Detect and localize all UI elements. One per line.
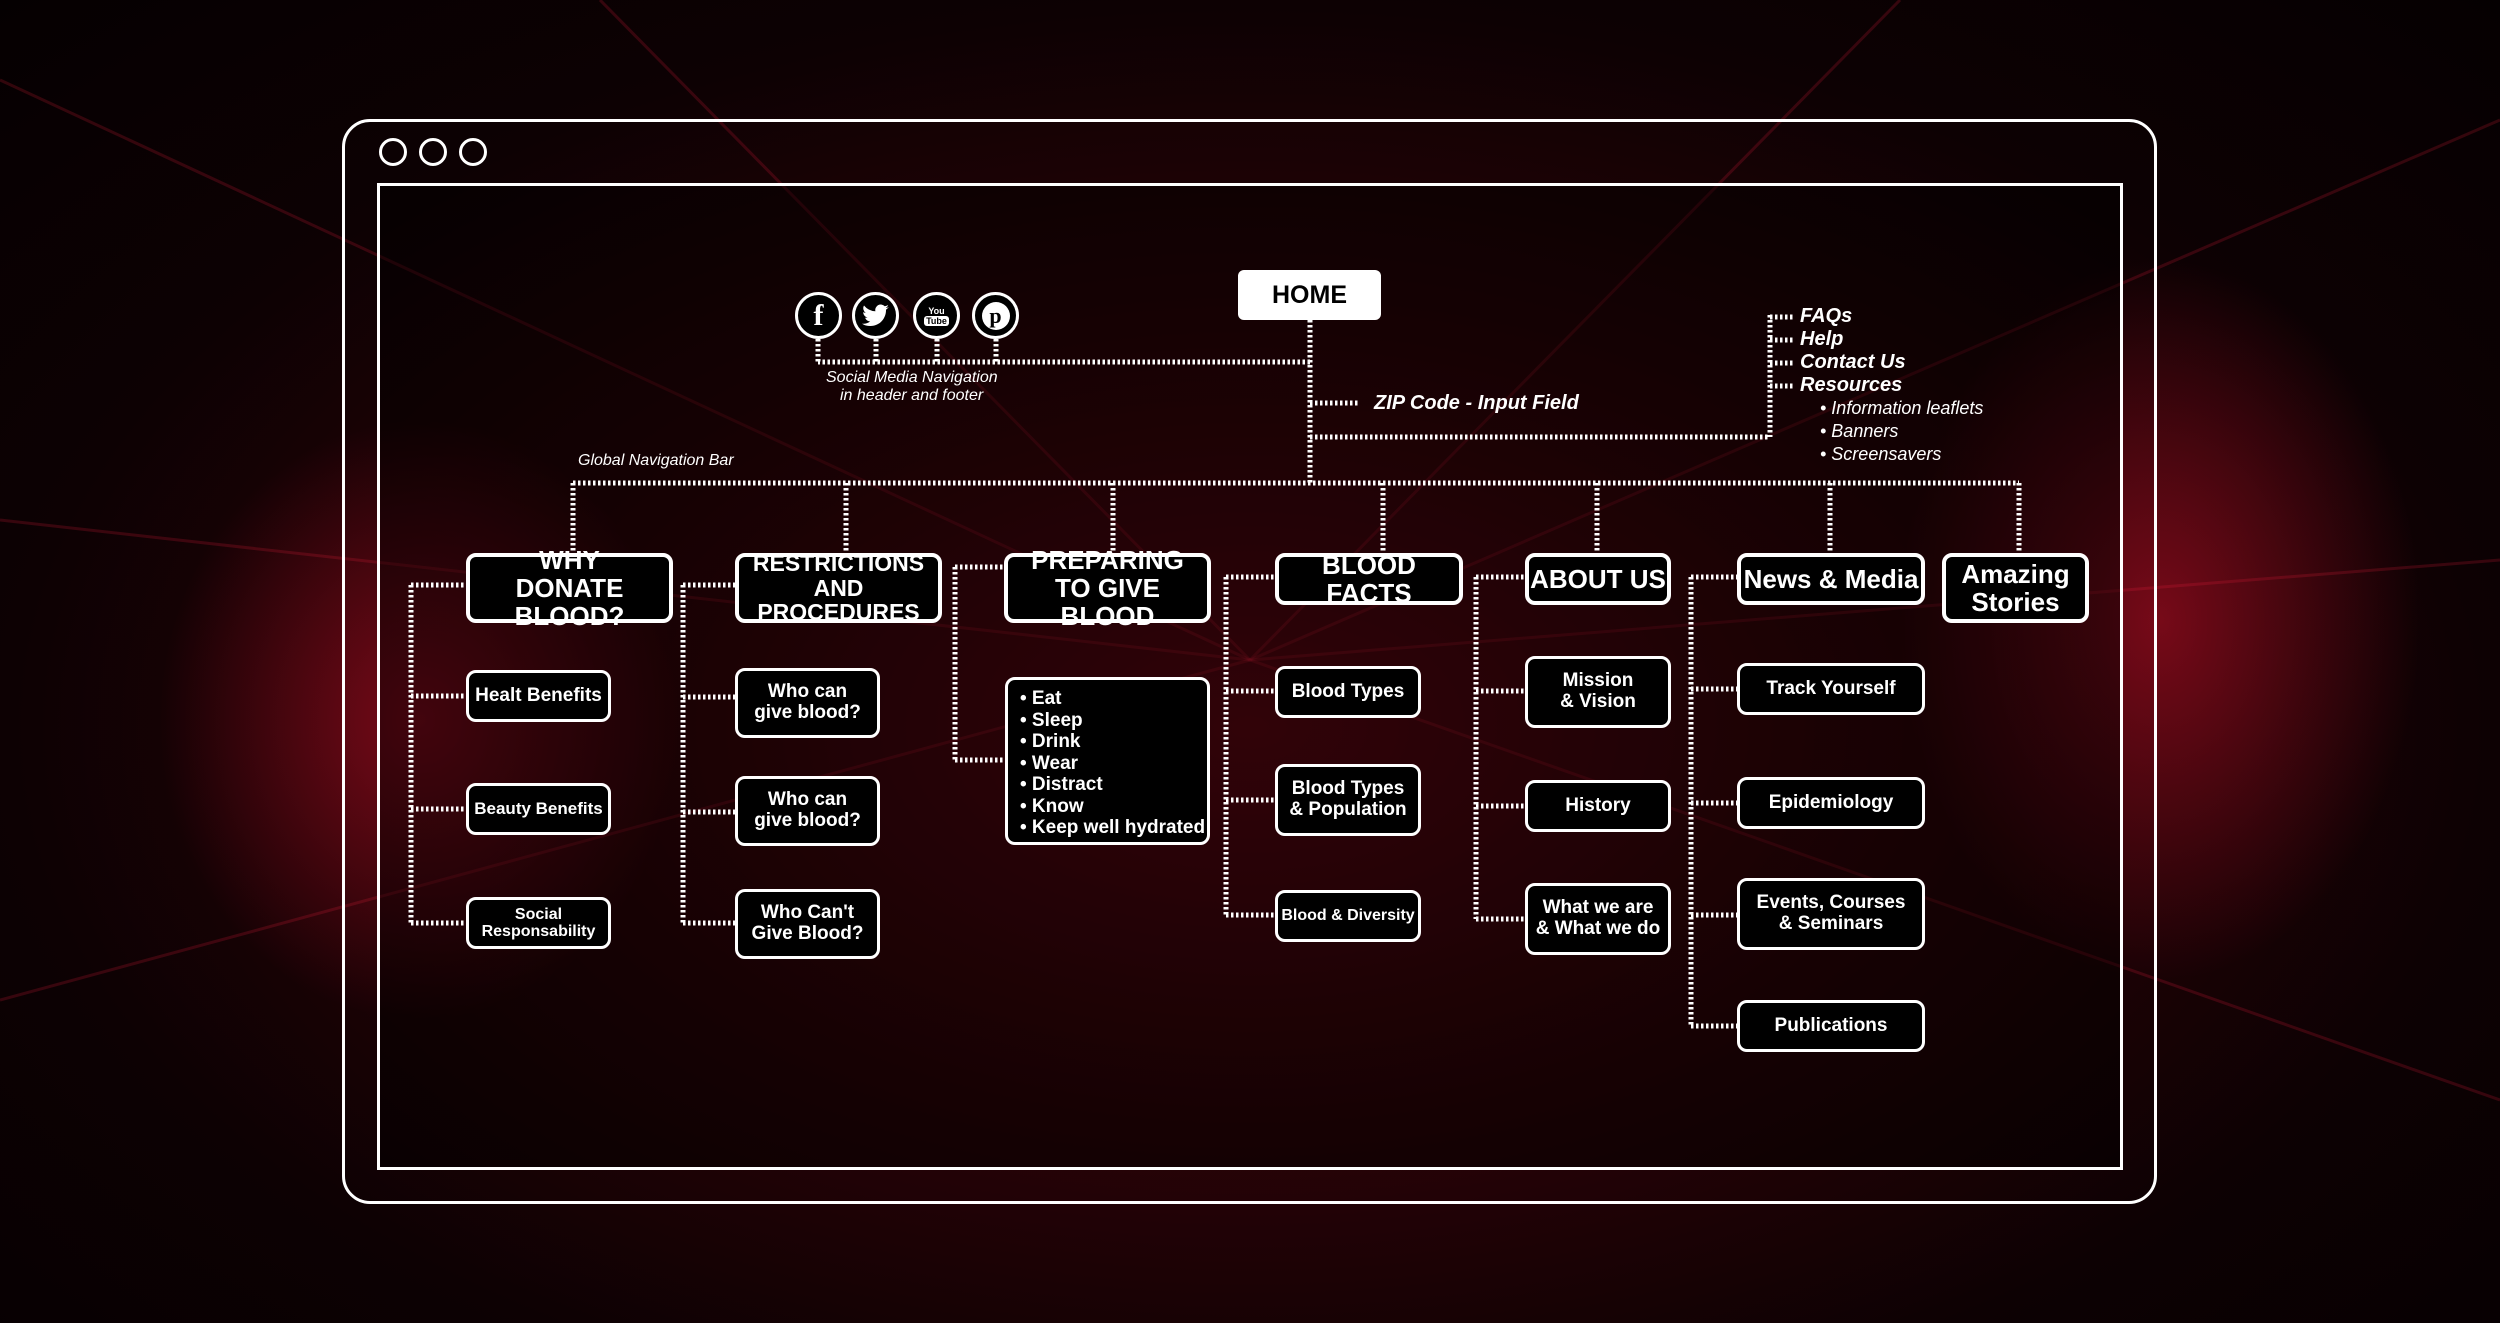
- who-cant-give-line1: Who Can't: [760, 902, 855, 924]
- twitter-bird-icon: [861, 304, 889, 326]
- what-we-are-line2: & What we do: [1535, 918, 1661, 939]
- social-responsibility-line1: Social: [514, 905, 563, 923]
- list-item: • Know: [1020, 795, 1084, 817]
- social-responsibility-node[interactable]: Social Responsability: [466, 897, 611, 949]
- social-responsibility-line2: Responsability: [481, 923, 596, 940]
- list-item: • Drink: [1020, 731, 1081, 752]
- nav-amazing-stories-line2: Stories: [1971, 587, 2060, 617]
- events-courses-line1: Events, Courses: [1756, 892, 1906, 914]
- window-dot-icon: [459, 138, 487, 166]
- social-caption-line2: in header and footer: [840, 387, 984, 404]
- who-can-give-line2: give blood?: [754, 810, 861, 831]
- nav-news-media[interactable]: News & Media: [1737, 553, 1925, 605]
- utility-link-faqs[interactable]: FAQs: [1800, 305, 1853, 327]
- nav-preparing-line1: PREPARING: [1031, 544, 1184, 575]
- blood-types-population-line2: & Population: [1289, 799, 1407, 820]
- nav-preparing-line2: TO GIVE BLOOD: [1055, 572, 1160, 632]
- nav-preparing[interactable]: PREPARING TO GIVE BLOOD: [1004, 546, 1211, 630]
- social-caption-line1: Social Media Navigation: [826, 369, 998, 386]
- zip-code-input-label: ZIP Code - Input Field: [1374, 392, 1579, 414]
- utility-link-help[interactable]: Help: [1800, 328, 1844, 350]
- utility-link-contact[interactable]: Contact Us: [1800, 351, 1906, 373]
- pinterest-icon[interactable]: p: [972, 292, 1019, 339]
- twitter-icon[interactable]: [852, 292, 899, 339]
- resources-item[interactable]: • Screensavers: [1820, 444, 1942, 464]
- pinterest-glyph: p: [981, 301, 1010, 330]
- blood-types-node[interactable]: Blood Types: [1275, 666, 1421, 718]
- nav-amazing-stories[interactable]: Amazing Stories: [1942, 553, 2089, 623]
- who-can-give-line1: Who can: [767, 789, 848, 811]
- blood-diversity-node[interactable]: Blood & Diversity: [1275, 890, 1421, 942]
- blood-types-population-node[interactable]: Blood Types & Population: [1275, 764, 1421, 836]
- mission-vision-line2: & Vision: [1560, 691, 1636, 712]
- resources-item[interactable]: • Banners: [1820, 421, 1899, 441]
- events-courses-line2: & Seminars: [1778, 913, 1884, 934]
- nav-why-donate[interactable]: WHY DONATE BLOOD?: [466, 546, 673, 630]
- who-can-give-line2: give blood?: [754, 702, 861, 723]
- nav-blood-facts[interactable]: BLOOD FACTS: [1275, 551, 1463, 607]
- blood-types-population-line1: Blood Types: [1291, 778, 1405, 800]
- publications-node[interactable]: Publications: [1737, 1000, 1925, 1052]
- nav-amazing-stories-line1: Amazing: [1961, 558, 2070, 589]
- utility-link-resources[interactable]: Resources: [1800, 374, 1903, 396]
- what-we-are-line1: What we are: [1542, 897, 1654, 919]
- resources-item[interactable]: • Information leaflets: [1820, 398, 1984, 418]
- nav-why-donate-line2: DONATE BLOOD?: [514, 572, 625, 632]
- who-cant-give-node[interactable]: Who Can't Give Blood?: [735, 889, 880, 959]
- track-yourself-node[interactable]: Track Yourself: [1737, 663, 1925, 715]
- what-we-are-node[interactable]: What we are & What we do: [1525, 883, 1671, 955]
- list-item: • Distract: [1020, 774, 1103, 795]
- browser-window-frame: [342, 119, 2157, 1204]
- who-can-give-line1: Who can: [767, 681, 848, 703]
- events-courses-node[interactable]: Events, Courses & Seminars: [1737, 878, 1925, 950]
- nav-why-donate-line1: WHY: [539, 544, 600, 575]
- home-node[interactable]: HOME: [1238, 270, 1381, 320]
- global-nav-label: Global Navigation Bar: [578, 452, 734, 469]
- window-dot-icon: [379, 138, 407, 166]
- window-dot-icon: [419, 138, 447, 166]
- who-cant-give-line2: Give Blood?: [751, 923, 864, 944]
- preparing-checklist[interactable]: • Eat • Sleep • Drink • Wear • Distract …: [1005, 677, 1210, 845]
- mission-vision-line1: Mission: [1562, 670, 1634, 692]
- nav-about-us[interactable]: ABOUT US: [1525, 553, 1671, 605]
- list-item: • Eat: [1020, 688, 1062, 709]
- nav-restrictions-line2: AND PROCEDURES: [757, 574, 920, 626]
- facebook-icon[interactable]: f: [795, 292, 842, 339]
- who-can-give-node[interactable]: Who can give blood?: [735, 776, 880, 846]
- beauty-benefits-node[interactable]: Beauty Benefits: [466, 783, 611, 835]
- nav-restrictions-line1: RESTRICTIONS: [752, 549, 925, 576]
- list-item: • Sleep: [1020, 709, 1083, 731]
- list-item: • Keep well hydrated: [1020, 817, 1206, 838]
- nav-restrictions[interactable]: RESTRICTIONS AND PROCEDURES: [735, 549, 942, 626]
- mission-vision-node[interactable]: Mission & Vision: [1525, 656, 1671, 728]
- health-benefits-node[interactable]: Healt Benefits: [466, 670, 611, 722]
- list-item: • Wear: [1020, 752, 1079, 774]
- who-can-give-node[interactable]: Who can give blood?: [735, 668, 880, 738]
- epidemiology-node[interactable]: Epidemiology: [1737, 777, 1925, 829]
- history-node[interactable]: History: [1525, 780, 1671, 832]
